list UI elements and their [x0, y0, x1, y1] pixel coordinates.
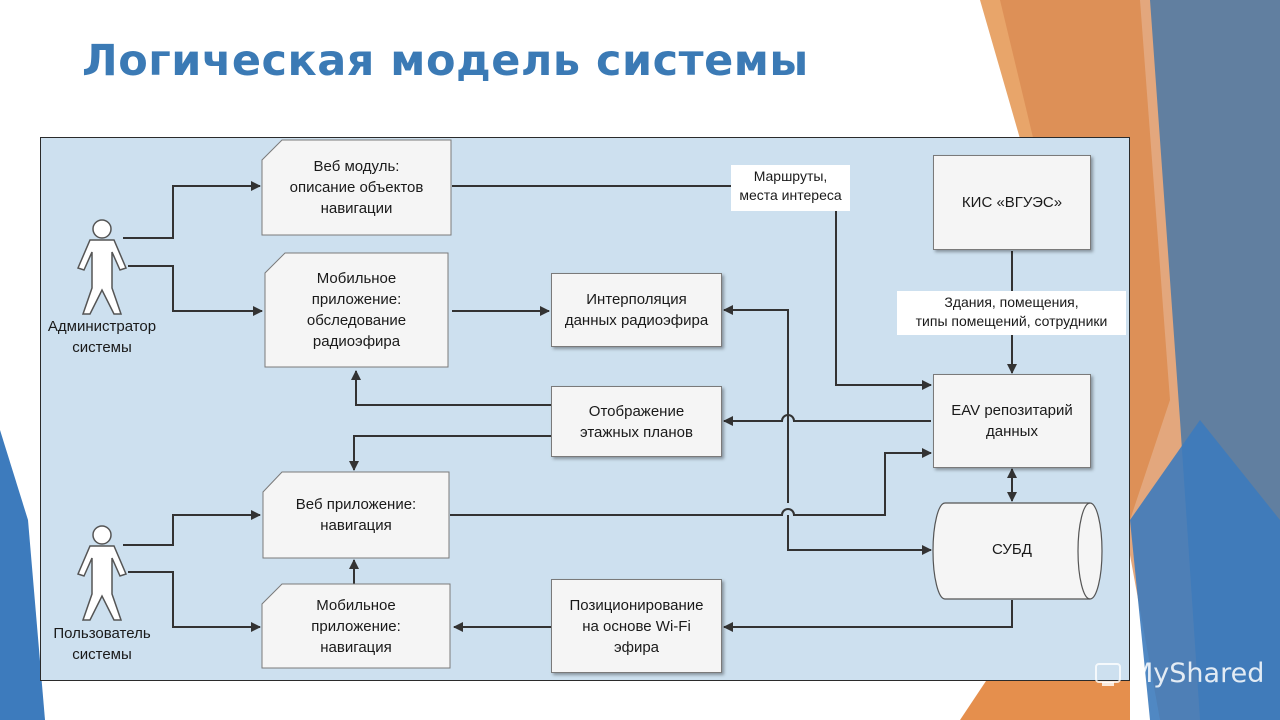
- node-web-module: Веб модуль: описание объектов навигации: [289, 158, 424, 217]
- admin-actor-label: Администратор системы: [47, 318, 157, 356]
- node-web-module-shape: [261, 139, 452, 236]
- edge-dbms-interpolation: [723, 305, 789, 503]
- node-dbms-label: СУБД: [992, 541, 1032, 558]
- node-dbms-cylinder: [932, 502, 1103, 600]
- node-kis: КИС «ВГУЭС»: [933, 155, 1091, 250]
- edge-dbms-wifi: [723, 600, 1013, 632]
- watermark-logo-icon: [1095, 663, 1121, 686]
- node-wifi-positioning: Позиционирование на основе Wi-Fi эфира: [551, 579, 722, 673]
- admin-actor-icon: [76, 219, 128, 315]
- slide-title: Логическая модель системы: [82, 36, 809, 86]
- edge-admin-mobile-survey: [128, 265, 263, 316]
- edge-eav-floorplans: [723, 414, 931, 426]
- edge-label-buildings: Здания, помещения, типы помещений, сотру…: [897, 291, 1126, 335]
- edge-web-nav-eav: [450, 448, 932, 516]
- node-web-nav-shape: [262, 471, 450, 559]
- edge-user-web-nav: [123, 510, 261, 546]
- node-floor-plans: Отображение этажных планов: [551, 386, 722, 457]
- edge-label-routes: Маршруты, места интереса: [731, 165, 850, 211]
- node-web-nav: Веб приложение: навигация: [295, 496, 417, 534]
- node-mobile-nav-shape: [261, 583, 451, 669]
- edge-interpolation-dbms: [787, 515, 932, 555]
- node-eav: EAV репозитарий данных: [933, 374, 1091, 468]
- node-mobile-survey: Мобильное приложение: обследование радио…: [306, 270, 407, 350]
- deco-blue-left: [0, 430, 45, 720]
- user-actor-label: Пользователь системы: [53, 625, 151, 663]
- edge-user-mobile-nav: [128, 571, 261, 632]
- edge-floorplans-mobile-survey: [351, 370, 552, 406]
- edge-admin-web-module: [123, 181, 261, 239]
- node-mobile-survey-shape: [264, 252, 449, 368]
- edge-web-module-eav: [452, 185, 932, 390]
- node-interpolation: Интерполяция данных радиоэфира: [551, 273, 722, 347]
- edge-floorplans-web-nav: [349, 435, 552, 471]
- watermark-text: MyShared: [1130, 658, 1265, 689]
- deco-blue-lower: [1130, 420, 1280, 720]
- node-mobile-nav: Мобильное приложение: навигация: [311, 596, 401, 656]
- user-actor-icon: [76, 525, 128, 621]
